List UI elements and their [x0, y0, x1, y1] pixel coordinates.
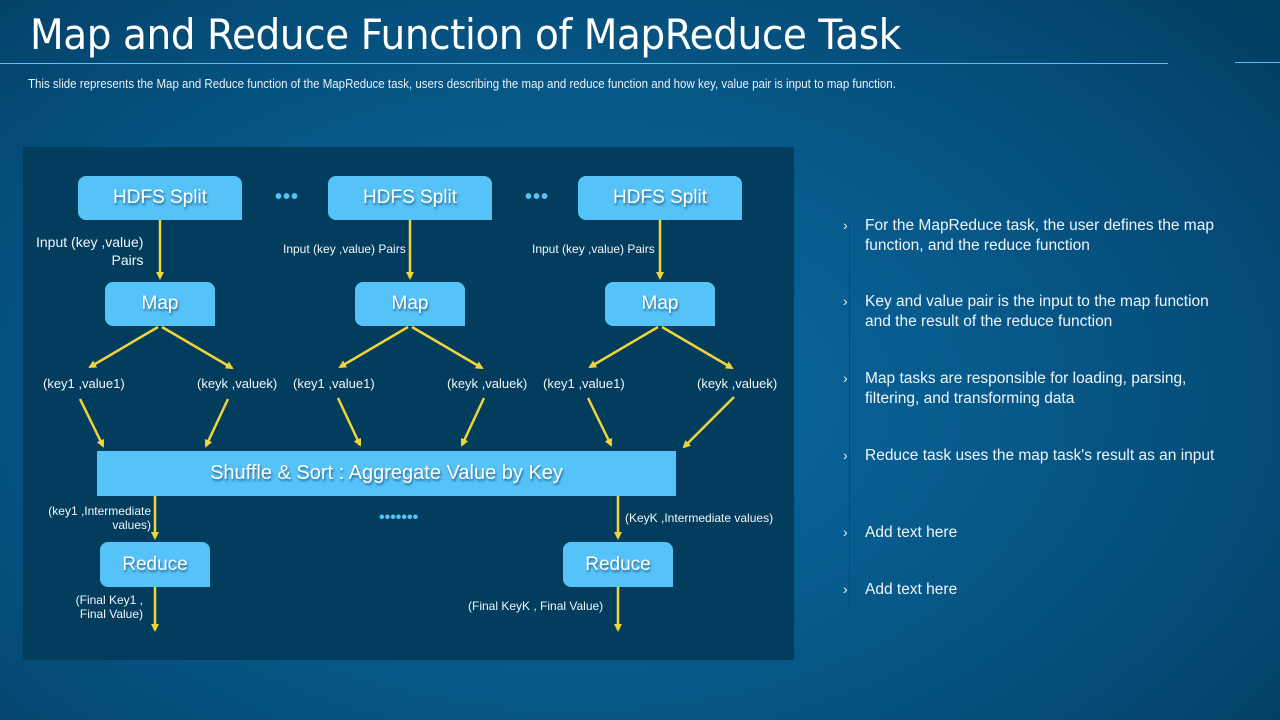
input-label-3: Input (key ,value) Pairs [532, 242, 655, 256]
reduce2-input-label: (KeyK ,Intermediate values) [625, 511, 774, 525]
bullet-item: › Add text here [843, 523, 1223, 543]
map-label: Map [141, 293, 179, 314]
chevron-right-icon: › [843, 293, 848, 309]
bullet-item: › Reduce task uses the map task's result… [843, 446, 1223, 466]
map3-left-output: (key1 ,value1) [543, 376, 625, 391]
bullet-text: Map tasks are responsible for loading, p… [865, 370, 1187, 407]
bullet-item: › Key and value pair is the input to the… [843, 292, 1223, 331]
bullet-text: Reduce task uses the map task's result a… [865, 447, 1215, 464]
chevron-right-icon: › [843, 524, 848, 540]
map-label: Map [641, 293, 679, 314]
map3-right-output: (keyk ,valuek) [697, 376, 778, 391]
split-ellipsis-1: ••• [275, 186, 300, 208]
bullet-text: Add text here [865, 524, 958, 541]
bullet-text: Key and value pair is the input to the m… [865, 293, 1209, 330]
input-label-line2: Pairs [111, 252, 144, 268]
bullet-item: › For the MapReduce task, the user defin… [843, 216, 1223, 255]
reduce1-output-label: (Final Key1 , Final Value) [60, 593, 143, 621]
hdfs-split-3: HDFS Split [578, 176, 742, 220]
reduce2-output-label: (Final KeyK , Final Value) [468, 599, 604, 613]
page-title: Map and Reduce Function of MapReduce Tas… [30, 10, 901, 59]
chevron-right-icon: › [843, 447, 848, 463]
title-underline-accent [1235, 62, 1280, 63]
bullet-item: › Add text here [843, 580, 1223, 600]
hdfs-split-label: HDFS Split [113, 187, 207, 208]
shuffle-sort-node: Shuffle & Sort : Aggregate Value by Key [97, 451, 676, 496]
reduce-label: Reduce [122, 553, 188, 575]
map2-right-output: (keyk ,valuek) [447, 376, 528, 391]
reduce-node-2: Reduce [563, 542, 673, 587]
input-label-line1: Input (key ,value) [36, 234, 144, 250]
title-underline [0, 63, 1168, 64]
reduce1-input-line1: (key1 ,Intermediate [48, 504, 151, 518]
hdfs-split-label: HDFS Split [613, 187, 707, 208]
chevron-right-icon: › [843, 370, 848, 386]
input-label-1: Input (key ,value) Pairs [36, 233, 143, 269]
map-node-1: Map [105, 282, 215, 326]
map2-left-output: (key1 ,value1) [293, 376, 375, 391]
map-node-2: Map [355, 282, 465, 326]
hdfs-split-label: HDFS Split [363, 187, 457, 208]
map-label: Map [391, 293, 429, 314]
reduce1-input-label: (key1 ,Intermediate values) [46, 504, 151, 532]
split-ellipsis-2: ••• [525, 186, 550, 208]
chevron-right-icon: › [843, 581, 848, 597]
reduce-node-1: Reduce [100, 542, 210, 587]
map1-left-output: (key1 ,value1) [43, 376, 125, 391]
reduce1-output-line1: (Final Key1 , [75, 593, 143, 607]
reduce-ellipsis: ••••••• [379, 509, 419, 526]
chevron-right-icon: › [843, 217, 848, 233]
slide-description: This slide represents the Map and Reduce… [28, 77, 896, 91]
reduce-label: Reduce [585, 553, 651, 575]
bullet-item: › Map tasks are responsible for loading,… [843, 369, 1223, 408]
bullet-list-divider [849, 222, 850, 610]
map-node-3: Map [605, 282, 715, 326]
reduce1-output-line2: Final Value) [79, 607, 143, 621]
map1-right-output: (keyk ,valuek) [197, 376, 278, 391]
hdfs-split-1: HDFS Split [78, 176, 242, 220]
input-label-2: Input (key ,value) Pairs [283, 242, 406, 256]
reduce1-input-line2: values) [112, 518, 151, 532]
shuffle-label: Shuffle & Sort : Aggregate Value by Key [210, 462, 563, 484]
hdfs-split-2: HDFS Split [328, 176, 492, 220]
bullet-text: Add text here [865, 581, 958, 598]
bullet-text: For the MapReduce task, the user defines… [865, 217, 1214, 254]
